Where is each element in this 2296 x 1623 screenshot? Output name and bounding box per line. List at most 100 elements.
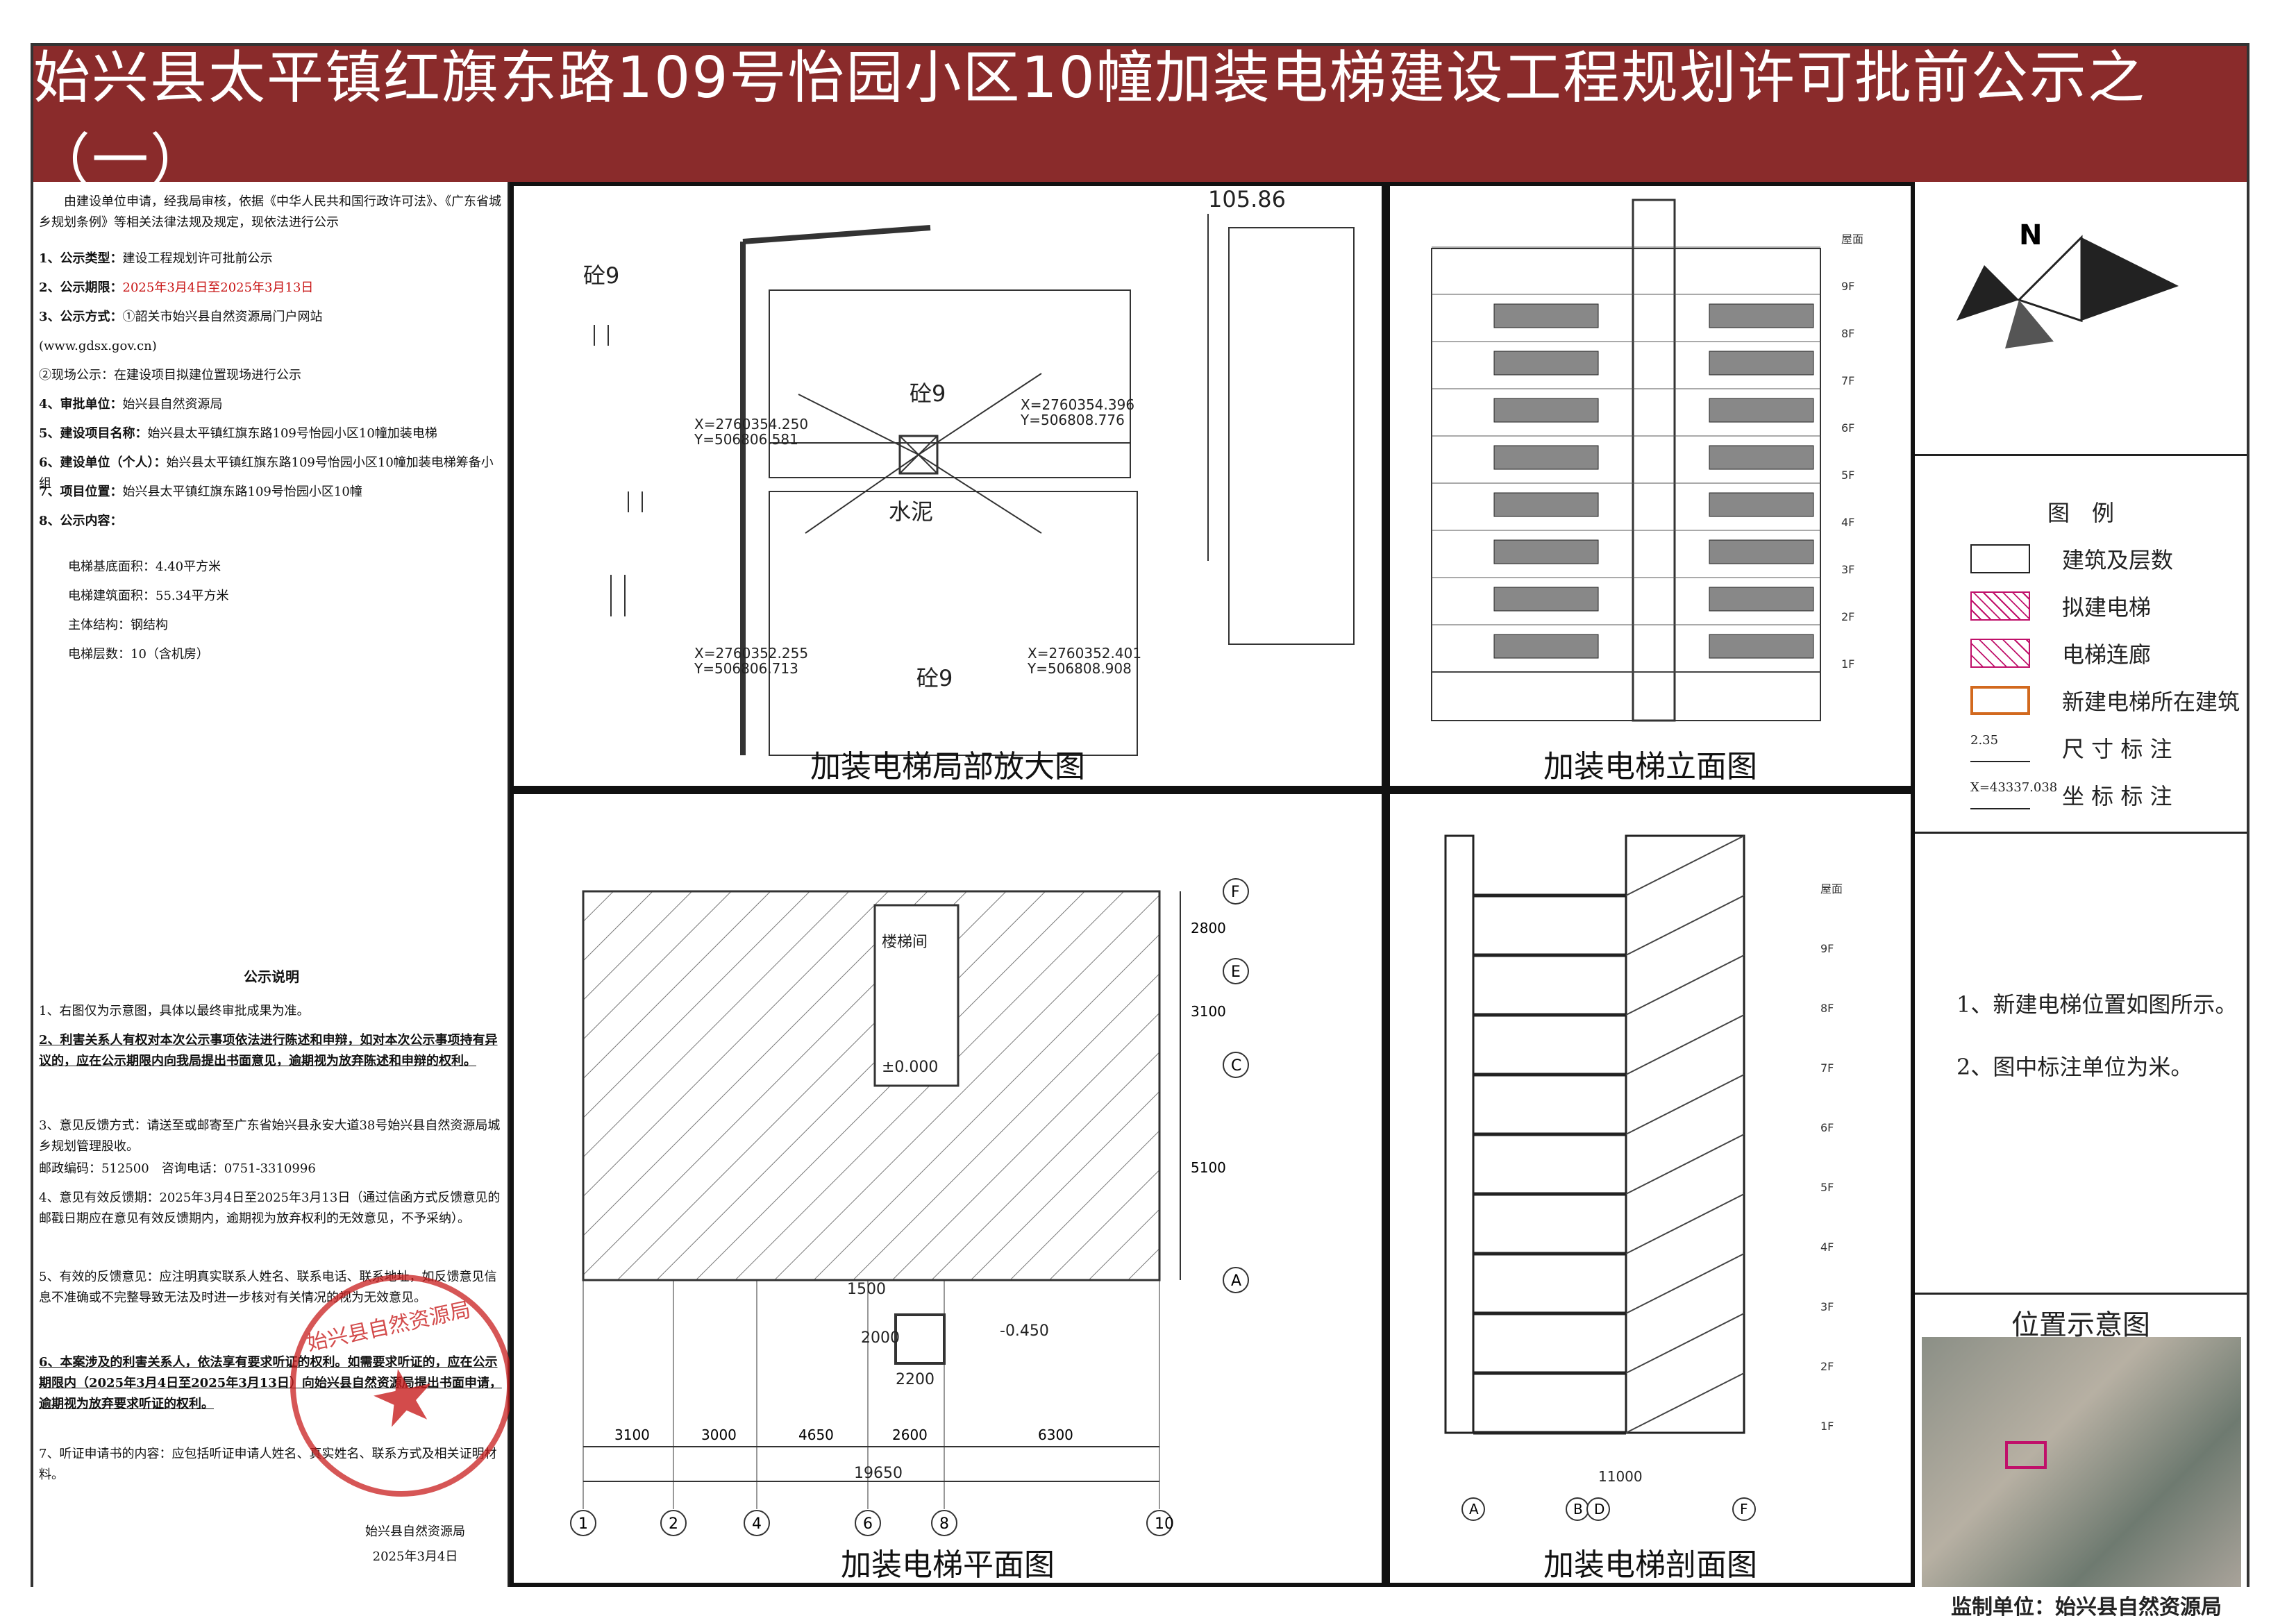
- stair-line: [1625, 955, 1745, 1016]
- floor-label: 6F: [1820, 1121, 1834, 1134]
- floor-label: 3F: [1841, 563, 1854, 576]
- item-3: (www.gdsx.gov.cn): [39, 336, 504, 357]
- axis-bubble: [1586, 1497, 1610, 1521]
- block-label-2: 砼9: [916, 665, 953, 691]
- note-3: 3、意见反馈方式：请送至或邮寄至广东省始兴县永安大道38号始兴县自然资源局城乡规…: [39, 1118, 501, 1154]
- floor-label: 7F: [1820, 1061, 1834, 1075]
- axis-label: 4: [752, 1515, 762, 1533]
- content-item: 电梯建筑面积：55.34平方米: [68, 589, 229, 603]
- axis-label: 10: [1155, 1515, 1174, 1533]
- section-span: 11000: [1598, 1468, 1643, 1485]
- balcony: [1709, 445, 1814, 470]
- axis-label: 6: [863, 1515, 873, 1533]
- legend-label: 坐 标 标 注: [2062, 783, 2172, 809]
- stair-line: [1625, 1014, 1745, 1075]
- floor-label: 8F: [1841, 327, 1854, 340]
- item-label: 2、公示期限：: [39, 280, 123, 295]
- note-2: 2、利害关系人有权对本次公示事项依法进行陈述和申辩，如对本次公示事项持有异议的，…: [39, 1030, 504, 1072]
- item-label: 7、项目位置：: [39, 485, 123, 499]
- axis-label: A: [1469, 1501, 1479, 1517]
- axis-bubble: [1223, 1052, 1249, 1078]
- floor-plan-title: 加装电梯平面图: [841, 1547, 1055, 1583]
- axis-label: B: [1573, 1501, 1583, 1517]
- balcony: [1493, 398, 1599, 423]
- floor-label: 5F: [1820, 1181, 1834, 1194]
- notes-title: 公示说明: [244, 968, 299, 985]
- balcony: [1493, 587, 1599, 612]
- item-1: 2、公示期限：2025年3月4日至2025年3月13日: [39, 278, 504, 298]
- right-note-2: 2、图中标注单位为米。: [1956, 1054, 2193, 1080]
- axis-label: C: [1231, 1057, 1241, 1075]
- stair-line: [1625, 1372, 1745, 1433]
- axis-bubble: [1461, 1497, 1485, 1521]
- legend-swatch: [1970, 544, 2030, 573]
- legend-swatch: [1970, 639, 2030, 668]
- stair-line: [1625, 1193, 1745, 1254]
- right-note-1: 1、新建电梯位置如图所示。: [1956, 991, 2238, 1018]
- sign-org: 始兴县自然资源局: [365, 1524, 465, 1539]
- item-text: ②现场公示：在建设项目拟建位置现场进行公示: [39, 368, 301, 382]
- legend-row: 电梯连廊: [1970, 637, 2151, 669]
- floor-label: 2F: [1820, 1360, 1834, 1373]
- item-9: 8、公示内容：: [39, 511, 504, 532]
- balcony: [1709, 492, 1814, 517]
- level-zero: ±0.000: [882, 1059, 938, 1076]
- item-2: 3、公示方式：①韶关市始兴县自然资源局门户网站: [39, 307, 504, 328]
- north-arrow-icon: N: [1956, 219, 2179, 348]
- item-label: 5、建设项目名称：: [39, 426, 148, 441]
- stair-line: [1625, 835, 1745, 896]
- item-0: 1、公示类型：建设工程规划许可批前公示: [39, 249, 504, 269]
- floor-label: 5F: [1841, 469, 1854, 482]
- floor-label: 4F: [1820, 1241, 1834, 1254]
- balcony: [1493, 351, 1599, 376]
- lift-width: 2200: [896, 1371, 935, 1388]
- dim-label: 5100: [1191, 1159, 1226, 1176]
- gap-dim: 1500: [847, 1281, 886, 1298]
- sign-date: 2025年3月4日: [372, 1549, 458, 1564]
- location-map-image: [1922, 1337, 2241, 1587]
- balcony: [1709, 587, 1814, 612]
- level-minus: -0.450: [1000, 1322, 1049, 1340]
- balcony: [1709, 398, 1814, 423]
- balcony: [1493, 634, 1599, 659]
- item-4: ②现场公示：在建设项目拟建位置现场进行公示: [39, 365, 504, 386]
- divider-3: [1915, 1293, 2247, 1295]
- legend-label: 拟建电梯: [2062, 594, 2152, 621]
- coord1y: Y=506806.581: [694, 431, 798, 448]
- floor-label: 屋面: [1841, 233, 1863, 246]
- coord2y: Y=506808.776: [1020, 412, 1125, 428]
- item-label: 8、公示内容：: [39, 514, 123, 528]
- lift-height: 2000: [861, 1329, 900, 1347]
- stair-line: [1625, 1134, 1745, 1195]
- axis-bubble: [744, 1510, 770, 1536]
- sheet: 始兴县太平镇红旗东路109号怡园小区10幢加装电梯建设工程规划许可批前公示之（一…: [31, 43, 2249, 1587]
- note-4-text: 4、意见有效反馈期：2025年3月4日至2025年3月13日（通过信函方式反馈意…: [39, 1191, 501, 1226]
- location-title: 位置示意图: [2011, 1309, 2150, 1341]
- divider-1: [1915, 454, 2247, 456]
- content-item: 电梯层数：10（含机房）: [68, 647, 209, 662]
- section-title: 加装电梯剖面图: [1543, 1547, 1757, 1583]
- item-text: 始兴县自然资源局: [122, 397, 223, 412]
- floor-label: 屋面: [1820, 882, 1843, 895]
- floor-label: 9F: [1841, 280, 1854, 293]
- axis-bubble: [1223, 1267, 1249, 1293]
- axis-label: 8: [939, 1515, 949, 1533]
- axis-label: 2: [669, 1515, 678, 1533]
- axis-label: E: [1231, 964, 1241, 981]
- axis-bubble: [1223, 878, 1249, 905]
- coord4: X=2760352.401: [1028, 645, 1141, 662]
- axis-label: 1: [578, 1515, 588, 1533]
- legend-swatch: 2.35: [1970, 733, 2030, 762]
- balcony: [1709, 351, 1814, 376]
- stair-line: [1625, 1313, 1745, 1374]
- floor-label: 9F: [1820, 942, 1834, 955]
- legend-label: 电梯连廊: [2062, 641, 2152, 668]
- elevation-title: 加装电梯立面图: [1543, 749, 1757, 784]
- site-plan-drawing: X=2760354.250 Y=506806.581 X=2760354.396…: [583, 186, 1355, 756]
- item-label: 4、审批单位：: [39, 397, 123, 412]
